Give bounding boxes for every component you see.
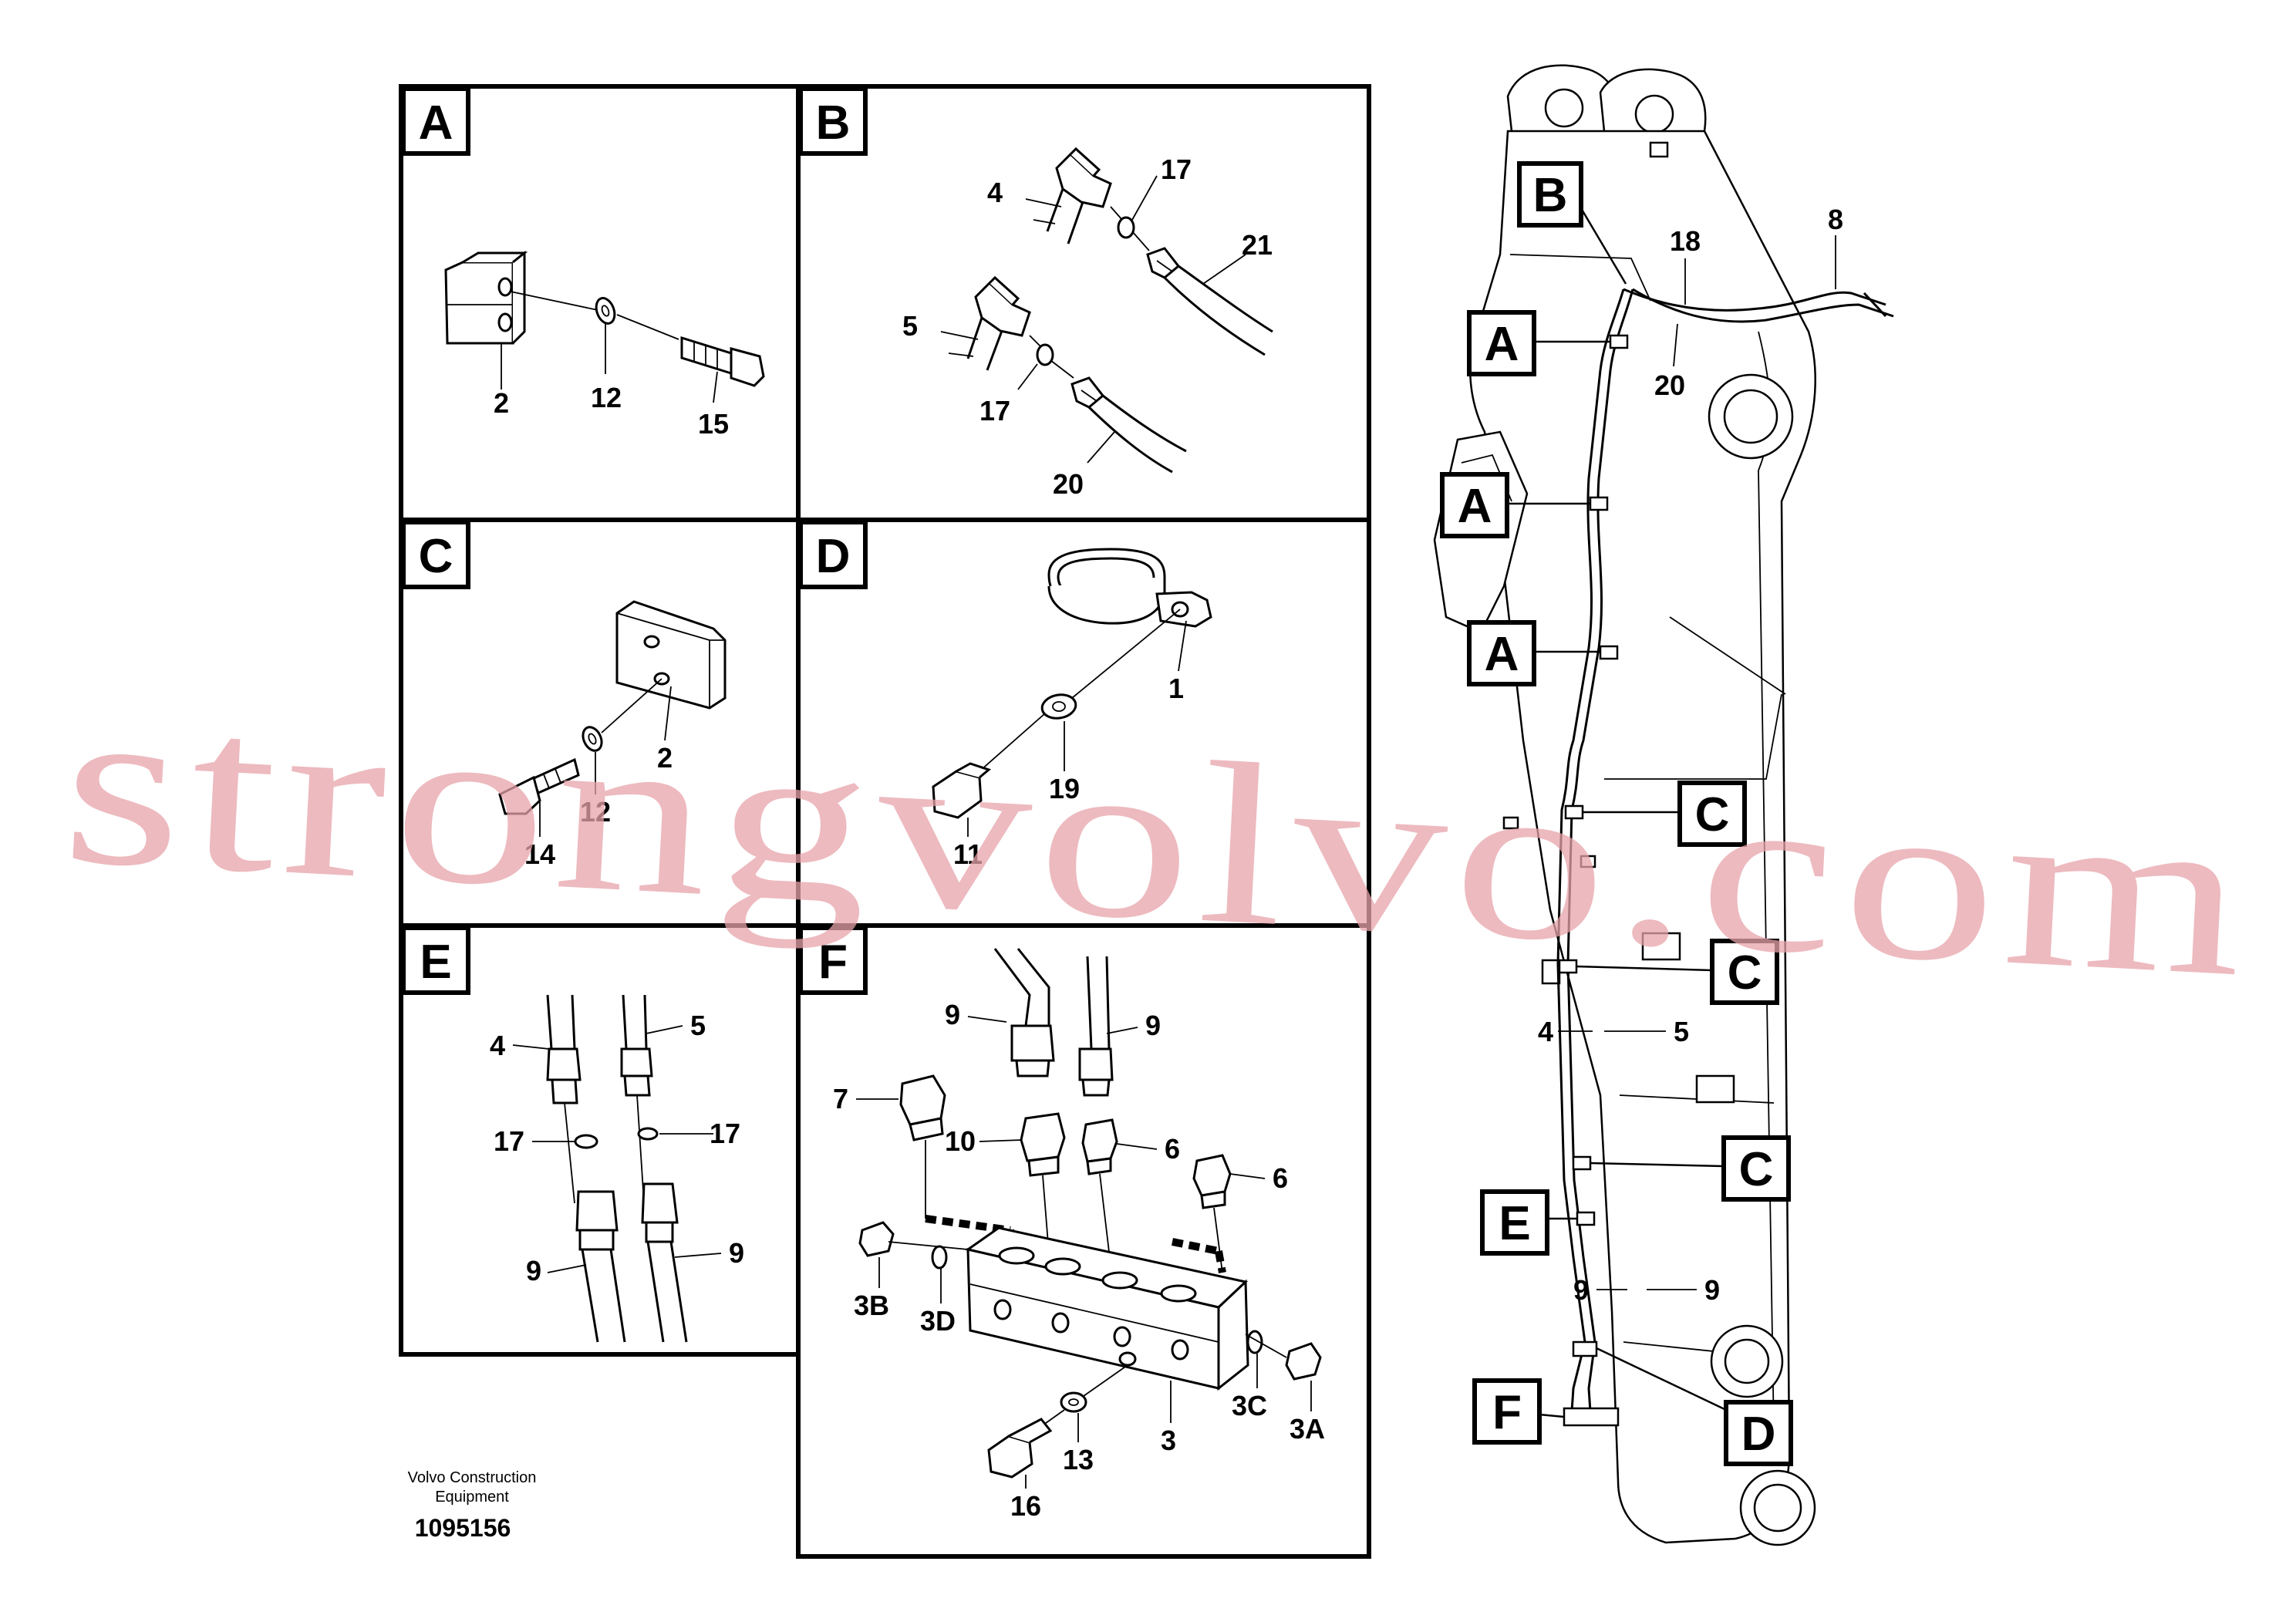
- callout-b-21: 21: [1242, 229, 1273, 261]
- callout-f-6-mid: 6: [1165, 1133, 1180, 1165]
- boom-label-b: B: [1533, 169, 1568, 222]
- boom-label-c-2: C: [1728, 946, 1762, 1000]
- panel-b-letter: B: [816, 96, 851, 150]
- callout-a-12: 12: [591, 382, 622, 413]
- callout-f-3b: 3B: [854, 1290, 889, 1321]
- boom-label-e: E: [1499, 1197, 1530, 1250]
- boom-label-f: F: [1492, 1386, 1522, 1439]
- callout-e-5: 5: [690, 1010, 706, 1041]
- callout-f-10: 10: [945, 1125, 976, 1157]
- boom-label-a-1: A: [1485, 318, 1519, 371]
- callout-f-3d: 3D: [920, 1305, 956, 1337]
- boom-label-c-3: C: [1739, 1143, 1774, 1196]
- panel-b-frame: [796, 84, 1371, 522]
- callout-b-17-upper: 17: [1161, 153, 1192, 185]
- panel-e-drawing: 4 5 17 17 9 9: [490, 994, 744, 1343]
- boom-callouts: 18 8 20 4 5 9 9: [1538, 204, 1843, 1306]
- callout-b-20: 20: [1053, 468, 1084, 500]
- callout-a-2: 2: [494, 387, 509, 419]
- callout-b-17-lower: 17: [979, 395, 1010, 427]
- panel-f-drawing: 9 9 7 10 6 6 3B 3D 3 3C 3A 13 16: [833, 948, 1325, 1522]
- callout-e-4: 4: [490, 1030, 505, 1061]
- panel-b-drawing: 4 17 21 5 17 20: [902, 147, 1273, 500]
- callout-f-3: 3: [1161, 1425, 1176, 1456]
- panel-d-letter: D: [816, 530, 851, 583]
- callout-f-3c: 3C: [1232, 1390, 1267, 1421]
- callout-c-2: 2: [657, 742, 673, 774]
- callout-e-17-right: 17: [710, 1118, 740, 1149]
- callout-d-1: 1: [1168, 673, 1184, 704]
- callout-d-19: 19: [1049, 773, 1080, 804]
- brand-line-2: Equipment: [435, 1489, 509, 1506]
- boom-label-d: D: [1741, 1408, 1776, 1461]
- callout-f-3a: 3A: [1290, 1413, 1325, 1445]
- callout-f-16: 16: [1010, 1490, 1041, 1522]
- panel-a-letter: A: [419, 96, 453, 150]
- callout-a-15: 15: [698, 408, 729, 440]
- panel-c-drawing: 2 12 14: [498, 600, 727, 870]
- panel-f-frame: [796, 923, 1371, 1559]
- boom-callout-20: 20: [1654, 369, 1685, 401]
- callout-c-14: 14: [524, 838, 555, 870]
- boom-callout-4: 4: [1538, 1016, 1553, 1047]
- boom-label-c-1: C: [1695, 788, 1730, 841]
- boom-callout-5: 5: [1674, 1016, 1689, 1047]
- callout-d-11: 11: [953, 838, 983, 870]
- watermark-text: strongvolvo.com: [57, 655, 2258, 1026]
- callout-e-9-right: 9: [729, 1237, 744, 1269]
- boom-callout-18: 18: [1670, 225, 1701, 257]
- footer: Volvo Construction Equipment 1095156: [408, 1469, 537, 1542]
- boom-callout-8: 8: [1828, 204, 1843, 235]
- callout-e-17-left: 17: [494, 1125, 524, 1157]
- callout-b-5: 5: [902, 310, 918, 342]
- callout-f-7: 7: [833, 1083, 848, 1114]
- panel-f-letter: F: [818, 936, 848, 989]
- boom-callout-9-left: 9: [1573, 1274, 1589, 1306]
- panel-e-letter: E: [420, 936, 451, 989]
- brand-line-1: Volvo Construction: [408, 1469, 537, 1486]
- boom-label-a-2: A: [1458, 480, 1492, 533]
- boom-labels: B A A A C C C E F D: [1440, 161, 1793, 1466]
- callout-c-12: 12: [580, 796, 611, 828]
- panel-a-drawing: 2 12 15: [444, 250, 765, 440]
- callout-f-13: 13: [1063, 1444, 1094, 1475]
- callout-f-9-left: 9: [945, 999, 960, 1030]
- callout-b-4: 4: [987, 177, 1003, 208]
- callout-e-9-left: 9: [526, 1255, 541, 1286]
- boom-label-a-3: A: [1485, 628, 1519, 681]
- callout-f-6-right: 6: [1273, 1162, 1288, 1194]
- part-number: 1095156: [415, 1514, 511, 1542]
- panel-c-letter: C: [419, 530, 453, 583]
- panel-frames: [399, 84, 1371, 1559]
- panel-tags: A B C D E F: [401, 86, 868, 995]
- panel-d-drawing: 1 19 11: [932, 548, 1212, 870]
- boom-callout-9-right: 9: [1704, 1274, 1720, 1306]
- callout-f-9-right: 9: [1145, 1010, 1161, 1041]
